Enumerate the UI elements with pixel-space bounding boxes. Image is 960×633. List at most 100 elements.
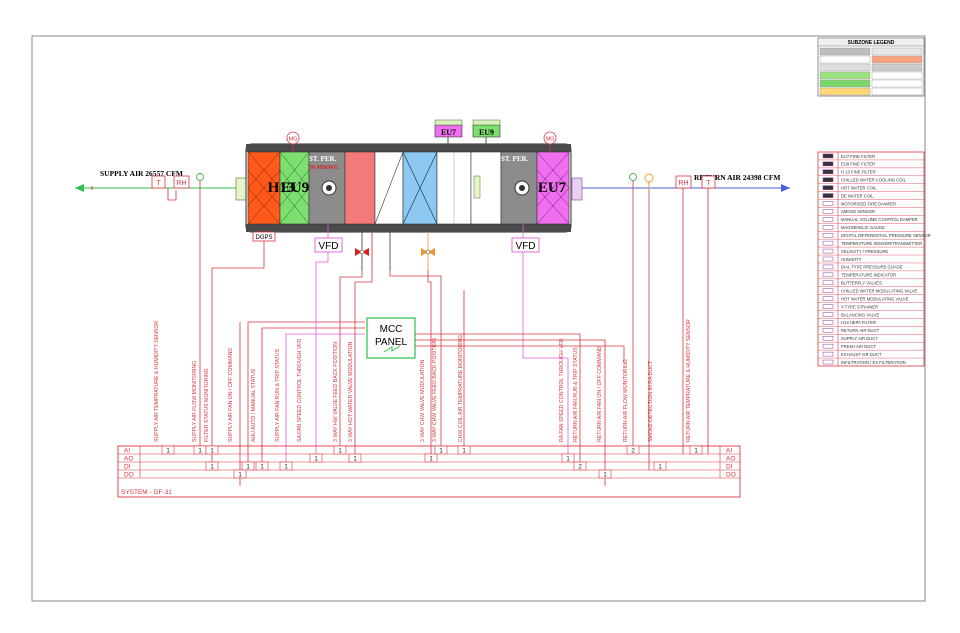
legend-item-label: SMOKE SENSOR <box>841 209 875 214</box>
signal-label: SUPPLY AIR FAN ON / OFF COMMAND <box>228 348 234 442</box>
subzone-color-swatch <box>871 71 923 80</box>
legend-symbol-icon <box>822 169 834 175</box>
signal-label: SUPPLY AIR TEMPRATURE & HUMIDITY SENSOR <box>154 321 160 442</box>
legend-symbol-icon <box>822 193 834 198</box>
supply-humidity-sensor-icon <box>173 175 190 189</box>
legend-symbol-icon <box>822 185 834 190</box>
io-count-cell: 1 <box>694 448 698 455</box>
chilled-water-valve-icon <box>389 232 435 270</box>
return-temperature-sensor-icon <box>701 175 716 189</box>
legend-item-label: DIAL TYPE PRESSURE GUAGE <box>841 265 903 270</box>
legend-symbol-icon <box>822 209 834 214</box>
subzone-color-swatch <box>819 47 871 56</box>
io-count-cell: 1 <box>566 456 570 463</box>
legend-symbol-icon <box>822 336 834 341</box>
legend-symbol-icon <box>822 272 834 278</box>
legend-symbol-icon <box>822 256 834 262</box>
legend-item-label: MOTORISED FIRE DAMPER <box>841 201 896 206</box>
io-row-label-right: DO <box>726 472 736 479</box>
io-count-cell: 1 <box>246 464 250 471</box>
signal-label: RETURN AIR FLOW MONITORING <box>623 359 629 442</box>
svg-text:T: T <box>706 180 711 187</box>
st-per-label-left: ST. PER. <box>309 155 337 163</box>
io-row-label-right: AO <box>726 456 735 463</box>
io-count-cell: 1 <box>314 456 318 463</box>
legend-item-label: CHILLED WATER COOLING COIL <box>841 178 907 183</box>
return-fan-vfd <box>511 237 540 253</box>
legend-item-label: FRESH AIR DUCT <box>841 344 876 349</box>
legend-item-label: MAGNEHELIC GAUGE <box>841 225 885 230</box>
svg-text:RH: RH <box>176 180 186 187</box>
io-count-cell: 1 <box>353 456 357 463</box>
legend-item-label: RETURN AIR DUCT <box>841 328 880 333</box>
subzone-color-swatch <box>819 63 871 72</box>
legend-item-label: BALANCING VALVE <box>841 312 879 317</box>
legend-item-label: TEMPERATURE SENSOR/TRANSMITTER <box>841 241 922 246</box>
eu7-label: EU7 <box>538 180 567 196</box>
subzone-color-swatch <box>871 87 923 96</box>
legend-symbol-icon <box>822 296 834 301</box>
legend-symbol-icon <box>822 232 834 238</box>
svg-text:T: T <box>156 180 161 187</box>
svg-text:RH: RH <box>678 180 688 187</box>
legend-item-label: EU7 FINE FILTER <box>841 154 875 159</box>
io-count-cell: 1 <box>238 472 242 479</box>
svg-text:DGPS: DGPS <box>255 235 272 241</box>
legend-item-label: EU9 FINE FILTER <box>841 162 875 167</box>
legend-item-label: SUPPLY AIR DUCT <box>841 336 878 341</box>
legend-item-label: EXHAUST AIR DUCT <box>841 352 882 357</box>
legend-symbol-icon <box>822 280 834 286</box>
signal-label: SA FAN SPEED CONTROL THROUGH VFD <box>297 339 303 442</box>
io-count-cell: 1 <box>260 464 264 471</box>
legend-item-label: HOT WATER MODULATING VALVE <box>841 296 909 301</box>
legend-symbol-icon <box>822 320 834 325</box>
io-row-label-left: AI <box>124 448 130 455</box>
io-row-label-right: AI <box>726 448 732 455</box>
return-arrow-icon <box>781 184 790 192</box>
return-velocity-sensor-icon <box>629 173 637 181</box>
io-count-cell: 1 <box>429 456 433 463</box>
legend-symbol-icon <box>822 351 834 357</box>
signal-label: 3 WAY HOT WATER VALVE MODULATION <box>348 341 354 442</box>
legend-symbol-icon <box>822 201 834 206</box>
legend-item-label: CHILLED WATER MODULATING VALVE <box>841 289 918 294</box>
io-count-cell: 1 <box>210 448 214 455</box>
io-count-cell: 1 <box>284 464 288 471</box>
smoke-sensor-icon <box>644 173 654 183</box>
legend-item-label: VELOCITY / PRESSURE <box>841 249 888 254</box>
legend-symbol-icon <box>822 343 834 349</box>
svg-text:EU9: EU9 <box>479 128 494 137</box>
signal-labels: SUPPLY AIR TEMPRATURE & HUMIDITY SENSOR S… <box>154 319 692 442</box>
subzone-color-swatch <box>871 47 923 56</box>
legend-symbol-icon <box>822 225 834 230</box>
legend-item-label: H13 HEPA FILTER <box>841 320 876 325</box>
ahu-unit: H13 EU9 ST. PER. 50 MMWG ST. PER. EU7 <box>245 143 572 233</box>
signal-label: CHW COIL AIR TEMPRATURE MONITORING <box>458 335 464 442</box>
legend-item-label: HOT WATER COIL <box>841 185 877 190</box>
io-count-cell: 1 <box>338 448 342 455</box>
signal-label: AHU AUTO / MANUAL STATUS <box>251 368 257 442</box>
io-count-cell: 2 <box>578 464 582 471</box>
legend-item-label: DE WATER COIL <box>841 193 874 198</box>
eu9-label: EU9 <box>281 180 309 196</box>
io-row-label-left: DO <box>124 472 134 479</box>
supply-temperature-sensor-icon <box>151 175 166 189</box>
subzone-legend-title: SUBZONE LEGEND <box>848 40 895 46</box>
svg-text:PANEL: PANEL <box>375 337 407 348</box>
signal-label: SUPPLY AIR FLOW MONITORING <box>192 361 198 442</box>
signal-label: 3 WAY CHW VALVE MODULATION <box>420 359 426 442</box>
subzone-color-swatch <box>819 55 871 64</box>
signal-label: RETURN AIR FAN RUN & TRIP STATUS <box>573 347 579 442</box>
io-count-cell: 1 <box>210 464 214 471</box>
io-count-cell: 1 <box>603 472 607 479</box>
return-flex-connector-icon <box>571 177 583 201</box>
io-count-cell: 1 <box>198 448 202 455</box>
io-count-cell: 1 <box>439 448 443 455</box>
legend-symbol-icon <box>822 304 834 309</box>
subzone-color-swatch <box>871 63 923 72</box>
signal-label: SUPPLY AIR FAN RUN & TRIP STATUS <box>275 348 281 442</box>
hot-water-coil <box>344 151 376 225</box>
legend-item-label: MANUAL VOLUME CONTROL DAMPER <box>841 217 918 222</box>
